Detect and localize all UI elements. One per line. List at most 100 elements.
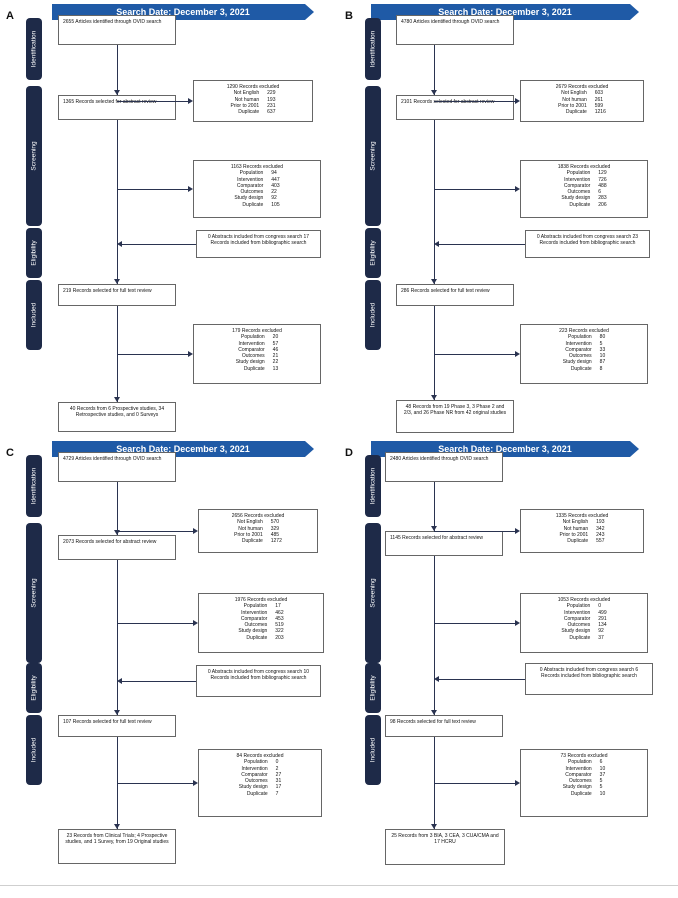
additional-records-box: 0 Abstracts included from congress searc… bbox=[196, 665, 321, 697]
reason-count: 5 bbox=[599, 778, 603, 785]
left-arrow bbox=[434, 676, 439, 682]
right-arrow bbox=[515, 780, 520, 786]
reason-count: 129 bbox=[598, 170, 607, 177]
right-arrow bbox=[193, 780, 198, 786]
connector-line bbox=[434, 306, 435, 400]
reason-label: Duplicate bbox=[238, 109, 260, 116]
connector-line bbox=[122, 244, 196, 245]
reason-count: 1216 bbox=[594, 109, 606, 116]
exclusion-row: Population 80 bbox=[563, 334, 605, 340]
reason-label: Duplicate bbox=[570, 365, 592, 372]
reason-label: Intervention bbox=[241, 609, 268, 616]
reason-label: Comparator bbox=[238, 346, 265, 353]
stage-identification: Identification bbox=[365, 455, 381, 517]
stage-identification: Identification bbox=[26, 18, 42, 80]
panel-label: D bbox=[345, 447, 353, 459]
down-arrow bbox=[431, 395, 437, 400]
stage-eligibility: Eligibility bbox=[365, 663, 381, 713]
exclusion-title: 1290 Records excluded bbox=[226, 84, 280, 90]
reason-count: 92 bbox=[271, 195, 277, 202]
connector-line bbox=[117, 189, 188, 190]
reason-label: Study design bbox=[238, 784, 268, 791]
stage-screening: Screening bbox=[365, 86, 381, 226]
reason-count: 92 bbox=[598, 628, 604, 635]
right-arrow bbox=[515, 351, 520, 357]
reason-label: Population bbox=[568, 334, 592, 341]
stage-label: Screening bbox=[369, 141, 377, 171]
exclusion-row: Duplicate 37 bbox=[561, 635, 606, 641]
panel-label: B bbox=[345, 10, 353, 22]
reason-count: 7 bbox=[275, 790, 279, 797]
right-arrow bbox=[193, 620, 198, 626]
stage-label: Eligibility bbox=[369, 675, 377, 701]
exclusion-title: 1976 Records excluded bbox=[234, 597, 288, 603]
stage-label: Identification bbox=[369, 467, 377, 505]
connector-line bbox=[434, 623, 515, 624]
reason-count: 10 bbox=[599, 790, 606, 797]
reason-count: 1272 bbox=[270, 538, 282, 545]
reason-label: Duplicate bbox=[567, 538, 589, 545]
reason-label: Study design bbox=[238, 628, 268, 635]
exclusion-title: 84 Records excluded bbox=[236, 753, 284, 759]
connector-line bbox=[117, 354, 188, 355]
reason-label: Outcomes bbox=[567, 189, 591, 196]
reason-count: 21 bbox=[272, 353, 279, 360]
reason-count: 0 bbox=[275, 759, 279, 766]
panel-label: A bbox=[6, 10, 14, 22]
stage-included: Included bbox=[26, 715, 42, 785]
reason-count: 87 bbox=[599, 359, 606, 366]
stage-eligibility: Eligibility bbox=[365, 228, 381, 278]
exclusion-title: 1838 Records excluded bbox=[557, 164, 611, 170]
reason-label: Outcomes bbox=[240, 189, 264, 196]
exclusion-row: Intervention 726 bbox=[561, 177, 606, 183]
reason-count: 726 bbox=[598, 176, 607, 183]
reason-label: Intervention bbox=[564, 176, 591, 183]
abstract-review-box: 1145 Records selected for abstract revie… bbox=[385, 531, 503, 556]
reason-count: 193 bbox=[267, 96, 276, 103]
reason-label: Prior to 2001 bbox=[234, 531, 263, 538]
stage-label: Screening bbox=[369, 578, 377, 608]
reason-label: Not English bbox=[237, 519, 263, 526]
reason-count: 37 bbox=[598, 634, 604, 641]
reason-count: 2 bbox=[275, 765, 279, 772]
panel-label: C bbox=[6, 447, 14, 459]
connector-line bbox=[434, 531, 515, 532]
connector-line bbox=[434, 354, 515, 355]
reason-count: 283 bbox=[598, 195, 607, 202]
reason-count: 403 bbox=[271, 182, 280, 189]
reason-count: 329 bbox=[270, 525, 280, 532]
right-arrow bbox=[515, 620, 520, 626]
reason-label: Comparator bbox=[565, 346, 592, 353]
reason-label: Duplicate bbox=[242, 201, 264, 208]
reason-count: 5 bbox=[599, 340, 603, 347]
identified-box: 2655 Articles identified through OVID se… bbox=[58, 15, 176, 45]
left-arrow bbox=[117, 241, 122, 247]
reason-label: Duplicate bbox=[569, 634, 591, 641]
reason-count: 94 bbox=[271, 170, 277, 177]
reason-label: Not human bbox=[234, 96, 260, 103]
down-arrow bbox=[114, 710, 120, 715]
stage-eligibility: Eligibility bbox=[26, 663, 42, 713]
exclusion-title: 2679 Records excluded bbox=[555, 84, 609, 90]
reason-count: 80 bbox=[599, 334, 606, 341]
